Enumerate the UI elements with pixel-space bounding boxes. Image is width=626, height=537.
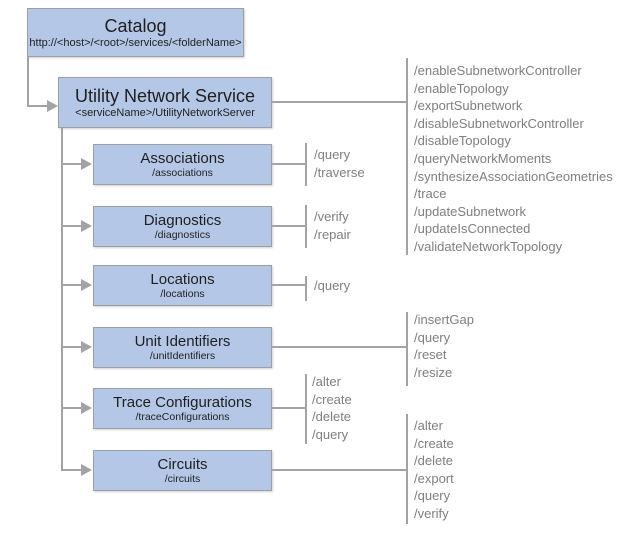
connector-associations [61, 163, 83, 165]
operation-label: /create [312, 391, 352, 407]
node-utility-network-service-title: Utility Network Service [74, 85, 256, 106]
node-catalog-title: Catalog [104, 15, 167, 36]
node-catalog-path: http://<host>/<root>/services/<folderNam… [29, 36, 242, 49]
operation-label: /alter [312, 374, 341, 389]
operation-label: /verify [414, 505, 449, 521]
connector-uns-operations [272, 101, 406, 103]
connector-trace-configurations-operations [272, 407, 306, 409]
operations-list-trace-configurations: /alter /create /delete /query [312, 373, 352, 443]
connector-trace-configurations [61, 407, 83, 409]
operations-list-associations: /query /traverse [314, 146, 365, 181]
operation-label: /resize [414, 364, 453, 380]
connector-diagnostics-operations [272, 225, 306, 227]
node-associations-path: /associations [152, 167, 213, 179]
operation-label: /enableSubnetworkController [414, 63, 582, 78]
node-diagnostics-path: /diagnostics [154, 229, 211, 241]
operation-label: /exportSubnetwork [414, 98, 523, 114]
operation-label: /insertGap [414, 312, 474, 327]
connector-locations-operations [272, 284, 306, 286]
operation-label: /create [414, 435, 454, 451]
connector-unit-identifiers [61, 346, 83, 348]
operations-list-diagnostics: /verify /repair [314, 208, 351, 243]
operations-bar-unit-identifiers [406, 312, 408, 386]
node-circuits: Circuits /circuits [93, 450, 272, 491]
node-unit-identifiers-path: /unitIdentifiers [149, 350, 216, 362]
operations-bar-locations [305, 276, 307, 301]
node-diagnostics-title: Diagnostics [143, 212, 222, 229]
operations-list-locations: /query [314, 277, 350, 295]
arrowhead-icon [47, 100, 58, 112]
arrowhead-icon [81, 464, 92, 476]
node-utility-network-service: Utility Network Service <serviceName>/Ut… [58, 77, 272, 128]
operation-label: /synthesizeAssociationGeometries [414, 168, 613, 184]
node-unit-identifiers: Unit Identifiers /unitIdentifiers [93, 327, 272, 368]
operation-label: /query [414, 329, 451, 345]
operations-list-circuits: /alter /create /delete /export /query /v… [414, 417, 454, 523]
operations-bar-circuits [406, 414, 408, 524]
connector-circuits-operations [272, 469, 406, 471]
arrowhead-icon [81, 402, 92, 414]
arrowhead-icon [81, 341, 92, 353]
operation-label: /query [314, 278, 351, 293]
node-locations: Locations /locations [93, 265, 272, 306]
operation-label: /delete [312, 409, 352, 425]
operation-label: /trace [414, 186, 447, 202]
connector-trunk [61, 128, 63, 471]
operation-label: /alter [414, 418, 443, 433]
operation-label: /validateNetworkTopology [414, 238, 563, 254]
operation-label: /queryNetworkMoments [414, 150, 552, 166]
node-circuits-title: Circuits [157, 456, 208, 473]
node-diagnostics: Diagnostics /diagnostics [93, 206, 272, 247]
operation-label: /delete [414, 453, 454, 469]
node-associations: Associations /associations [93, 144, 272, 185]
arrowhead-icon [81, 279, 92, 291]
node-unit-identifiers-title: Unit Identifiers [134, 333, 231, 350]
connector-circuits [61, 469, 83, 471]
connector-unit-identifiers-operations [272, 346, 406, 348]
operations-bar-trace-configurations [305, 374, 307, 444]
operations-bar-diagnostics [305, 205, 307, 248]
connector-catalog-horizontal [27, 105, 48, 107]
node-catalog: Catalog http://<host>/<root>/services/<f… [27, 8, 244, 57]
operation-label: /disableTopology [414, 133, 511, 149]
operation-label: /query [414, 488, 451, 504]
node-trace-configurations-path: /traceConfigurations [135, 411, 230, 423]
operation-label: /disableSubnetworkController [414, 115, 584, 131]
operations-list-unit-identifiers: /insertGap /query /reset /resize [414, 311, 474, 381]
node-circuits-path: /circuits [164, 473, 201, 485]
operation-label: /updateSubnetwork [414, 203, 527, 219]
operation-label: /export [414, 470, 454, 486]
operation-label: /updateIsConnected [414, 221, 531, 237]
connector-catalog-vertical [27, 57, 29, 107]
operation-label: /enableTopology [414, 80, 509, 96]
operation-label: /traverse [314, 164, 365, 180]
connector-locations [61, 284, 83, 286]
node-utility-network-service-path: <serviceName>/UtilityNetworkServer [75, 106, 255, 119]
connector-diagnostics [61, 225, 83, 227]
operations-list-utility-network-service: /enableSubnetworkController /enableTopol… [414, 62, 613, 256]
node-trace-configurations: Trace Configurations /traceConfiguration… [93, 388, 272, 429]
operation-label: /repair [314, 226, 351, 242]
operations-bar-associations [305, 143, 307, 186]
node-locations-path: /locations [160, 288, 205, 300]
arrowhead-icon [81, 220, 92, 232]
node-associations-title: Associations [140, 150, 225, 167]
operations-bar-uns [406, 58, 408, 255]
node-trace-configurations-title: Trace Configurations [113, 394, 252, 411]
node-locations-title: Locations [150, 271, 215, 288]
connector-associations-operations [272, 163, 306, 165]
operation-label: /query [312, 426, 349, 442]
operation-label: /query [314, 147, 351, 162]
arrowhead-icon [81, 158, 92, 170]
operation-label: /verify [314, 209, 349, 224]
operation-label: /reset [414, 347, 447, 363]
